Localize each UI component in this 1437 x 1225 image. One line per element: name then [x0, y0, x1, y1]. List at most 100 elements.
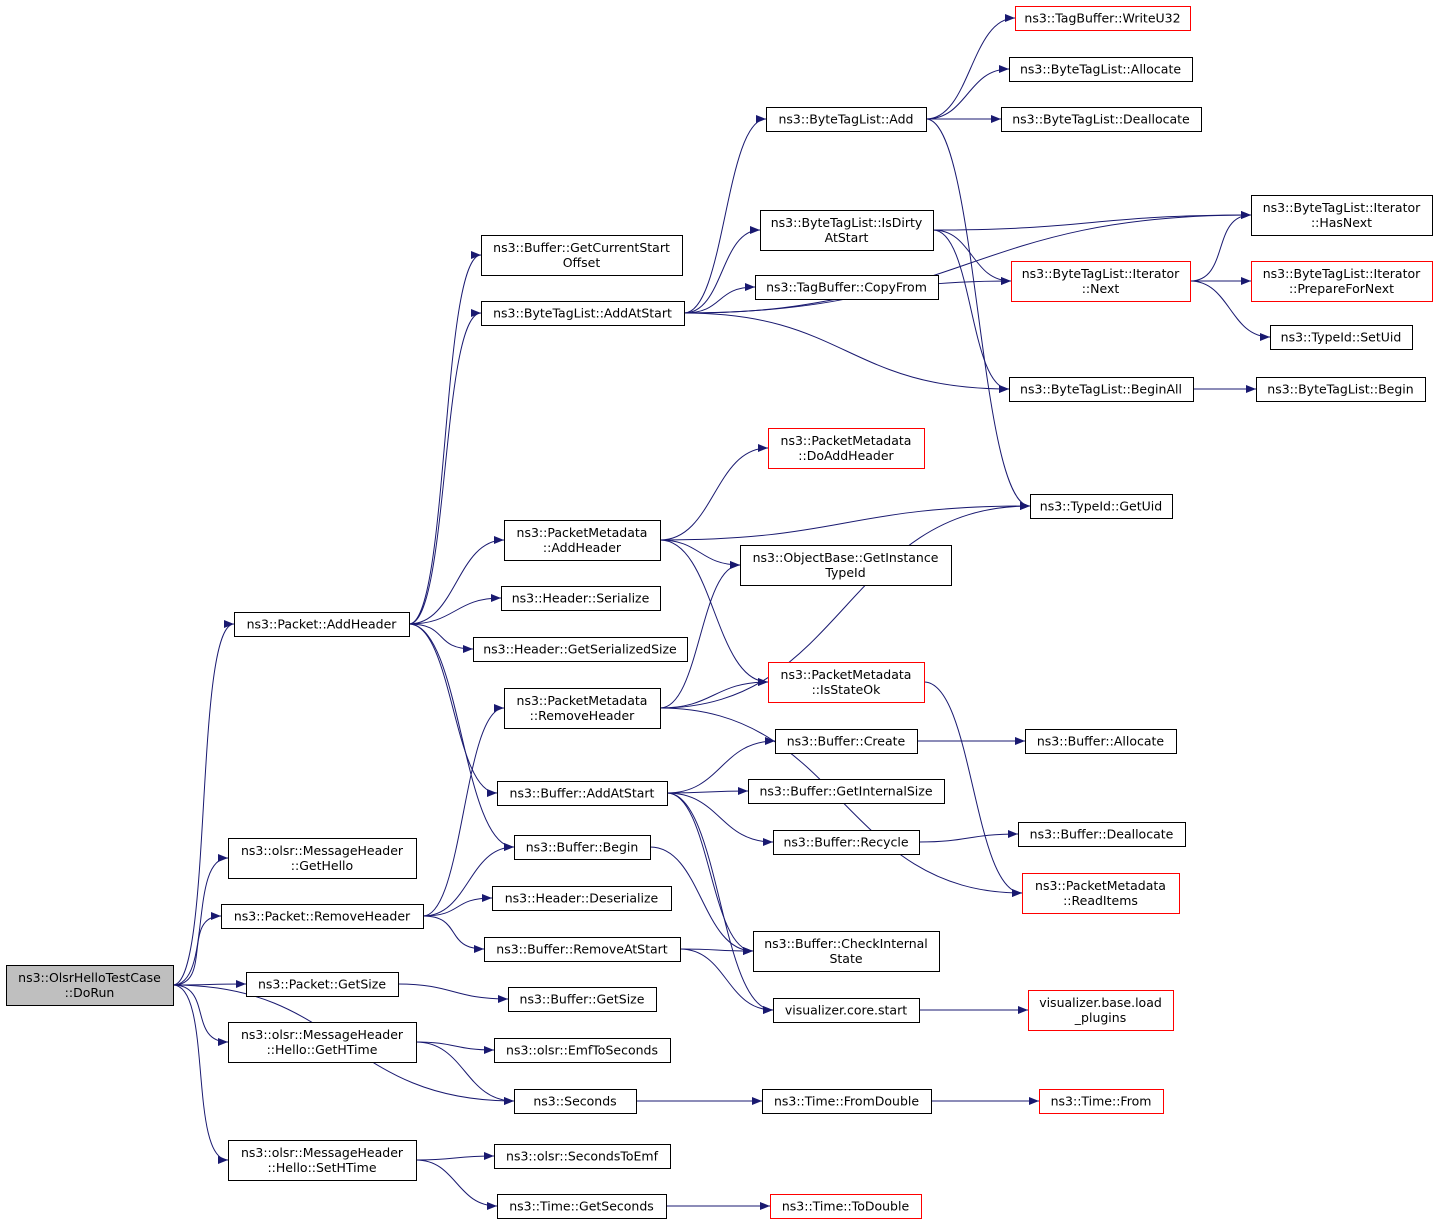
- node-box: [1028, 990, 1174, 1031]
- node-label: ns3::ByteTagList::Iterator: [1263, 200, 1421, 215]
- edge-dorun-to-gethello: [172, 854, 229, 986]
- edge-addheader-to-buf-begin: [408, 623, 515, 851]
- node-btl-it-next[interactable]: ns3::ByteTagList::Iterator::Next: [1011, 261, 1191, 302]
- node-label: ns3::OlsrHelloTestCase: [18, 970, 161, 985]
- node-btl-allocate[interactable]: ns3::ByteTagList::Allocate: [1009, 57, 1193, 82]
- node-hdr-deserialize[interactable]: ns3::Header::Deserialize: [492, 886, 672, 911]
- node-pm-doaddheader[interactable]: ns3::PacketMetadata::DoAddHeader: [768, 428, 925, 469]
- edge-sethtime-to-time-getseconds: [415, 1159, 498, 1210]
- edge-gethtime-to-seconds: [415, 1041, 515, 1105]
- node-box: [246, 972, 399, 997]
- node-time-getseconds[interactable]: ns3::Time::GetSeconds: [497, 1194, 667, 1219]
- node-addheader[interactable]: ns3::Packet::AddHeader: [234, 612, 410, 637]
- node-getsize-pkt[interactable]: ns3::Packet::GetSize: [246, 972, 399, 997]
- node-btl-it-prepare[interactable]: ns3::ByteTagList::Iterator::PrepareForNe…: [1251, 261, 1433, 302]
- node-pm-readitems[interactable]: ns3::PacketMetadata::ReadItems: [1022, 873, 1180, 914]
- node-box: [1251, 195, 1433, 236]
- node-removeheader[interactable]: ns3::Packet::RemoveHeader: [221, 904, 424, 929]
- edge-addheader-to-buf-addatstart: [408, 623, 498, 797]
- node-gethtime[interactable]: ns3::olsr::MessageHeader::Hello::GetHTim…: [228, 1022, 417, 1063]
- node-viz-loadplugins[interactable]: visualizer.base.load_plugins: [1028, 990, 1174, 1031]
- edge-dorun-to-sethtime: [172, 984, 229, 1164]
- node-box: [514, 1089, 637, 1114]
- node-hdr-getserialized[interactable]: ns3::Header::GetSerializedSize: [473, 637, 688, 662]
- node-buf-getinternal[interactable]: ns3::Buffer::GetInternalSize: [748, 779, 945, 804]
- node-box: [492, 886, 672, 911]
- node-pm-addheader[interactable]: ns3::PacketMetadata::AddHeader: [504, 520, 661, 561]
- node-pm-removeheader[interactable]: ns3::PacketMetadata::RemoveHeader: [504, 688, 661, 729]
- node-label: ns3::TypeId::SetUid: [1281, 330, 1402, 345]
- node-buf-allocate[interactable]: ns3::Buffer::Allocate: [1025, 729, 1177, 754]
- node-tb-copyfrom[interactable]: ns3::TagBuffer::CopyFrom: [755, 275, 939, 300]
- edge-pm-addheader-to-typeid-getuid: [659, 502, 1031, 541]
- node-box: [768, 662, 925, 703]
- edge-btl-it-next-to-btl-it-hasnext: [1189, 211, 1252, 282]
- node-label: _plugins: [1074, 1010, 1126, 1025]
- node-typeid-setuid[interactable]: ns3::TypeId::SetUid: [1270, 325, 1413, 350]
- node-pm-isstateok[interactable]: ns3::PacketMetadata::IsStateOk: [768, 662, 925, 703]
- node-secondstoemf[interactable]: ns3::olsr::SecondsToEmf: [494, 1144, 671, 1169]
- node-buf-recycle[interactable]: ns3::Buffer::Recycle: [773, 830, 920, 855]
- node-emftoseconds[interactable]: ns3::olsr::EmfToSeconds: [494, 1038, 671, 1063]
- node-label: visualizer.core.start: [785, 1003, 907, 1018]
- edge-pm-removeheader-to-typeid-getuid: [659, 502, 1031, 709]
- node-label: ns3::Buffer::GetInternalSize: [759, 784, 932, 799]
- edge-btl-isdirty-to-btl-it-next: [932, 229, 1012, 285]
- node-btl-add[interactable]: ns3::ByteTagList::Add: [766, 107, 927, 132]
- node-box: [1009, 57, 1193, 82]
- node-buf-getsize[interactable]: ns3::Buffer::GetSize: [508, 987, 657, 1012]
- node-buf-addatstart[interactable]: ns3::Buffer::AddAtStart: [497, 781, 668, 806]
- node-sethtime[interactable]: ns3::olsr::MessageHeader::Hello::SetHTim…: [228, 1140, 417, 1181]
- node-buf-removeatstart[interactable]: ns3::Buffer::RemoveAtStart: [484, 937, 681, 962]
- node-label: ns3::ByteTagList::Deallocate: [1012, 112, 1190, 127]
- node-label: ns3::Time::GetSeconds: [509, 1199, 654, 1214]
- node-label: ns3::Buffer::RemoveAtStart: [496, 942, 668, 957]
- node-tb-writeu32[interactable]: ns3::TagBuffer::WriteU32: [1015, 6, 1191, 31]
- edge-getsize-pkt-to-buf-getsize: [397, 983, 509, 1003]
- node-label: ::HasNext: [1311, 215, 1372, 230]
- node-label: ::DoAddHeader: [798, 448, 894, 463]
- node-btl-addatstart[interactable]: ns3::ByteTagList::AddAtStart: [481, 301, 685, 326]
- node-box: [1025, 729, 1177, 754]
- node-box: [1039, 1089, 1164, 1114]
- node-label: ns3::Buffer::Recycle: [783, 835, 908, 850]
- node-btl-begin[interactable]: ns3::ByteTagList::Begin: [1256, 377, 1426, 402]
- edge-btl-addatstart-to-btl-add: [683, 115, 767, 314]
- node-btl-deallocate[interactable]: ns3::ByteTagList::Deallocate: [1001, 107, 1202, 132]
- node-box: [6, 965, 174, 1006]
- node-label: ::DoRun: [65, 985, 115, 1000]
- node-buf-begin[interactable]: ns3::Buffer::Begin: [514, 835, 651, 860]
- node-btl-it-hasnext[interactable]: ns3::ByteTagList::Iterator::HasNext: [1251, 195, 1433, 236]
- node-viz-start[interactable]: visualizer.core.start: [773, 998, 920, 1023]
- node-time-fromdouble[interactable]: ns3::Time::FromDouble: [762, 1089, 932, 1114]
- edge-addheader-to-hdr-getserialized: [408, 623, 474, 653]
- node-dorun[interactable]: ns3::OlsrHelloTestCase::DoRun: [6, 965, 174, 1006]
- node-hdr-serialize[interactable]: ns3::Header::Serialize: [501, 586, 661, 611]
- node-seconds[interactable]: ns3::Seconds: [514, 1089, 637, 1114]
- edge-dorun-to-removeheader: [172, 912, 222, 986]
- node-btl-beginall[interactable]: ns3::ByteTagList::BeginAll: [1009, 377, 1194, 402]
- node-label: ns3::Seconds: [533, 1094, 616, 1109]
- edge-sethtime-to-secondstoemf: [415, 1152, 495, 1161]
- node-time-from[interactable]: ns3::Time::From: [1039, 1089, 1164, 1114]
- node-label: ns3::olsr::MessageHeader: [241, 843, 404, 858]
- node-label: ns3::Buffer::Create: [787, 734, 906, 749]
- node-label: ns3::Time::From: [1051, 1094, 1152, 1109]
- node-gethello[interactable]: ns3::olsr::MessageHeader::GetHello: [228, 838, 417, 879]
- node-buf-create[interactable]: ns3::Buffer::Create: [775, 729, 918, 754]
- edge-pm-removeheader-to-ob-getinstance: [659, 561, 741, 709]
- node-label: ::Hello::SetHTime: [267, 1160, 376, 1175]
- nodes-layer: ns3::OlsrHelloTestCase::DoRun ns3::Packet…: [6, 6, 1433, 1219]
- node-label: ns3::Packet::GetSize: [258, 977, 386, 992]
- node-label: ::AddHeader: [543, 540, 622, 555]
- node-buf-deallocate[interactable]: ns3::Buffer::Deallocate: [1018, 822, 1186, 847]
- node-box: [1270, 325, 1413, 350]
- edge-btl-add-to-btl-allocate: [925, 65, 1010, 120]
- node-label: ns3::Header::GetSerializedSize: [483, 642, 677, 657]
- node-typeid-getuid[interactable]: ns3::TypeId::GetUid: [1030, 494, 1173, 519]
- node-time-todouble[interactable]: ns3::Time::ToDouble: [770, 1194, 922, 1219]
